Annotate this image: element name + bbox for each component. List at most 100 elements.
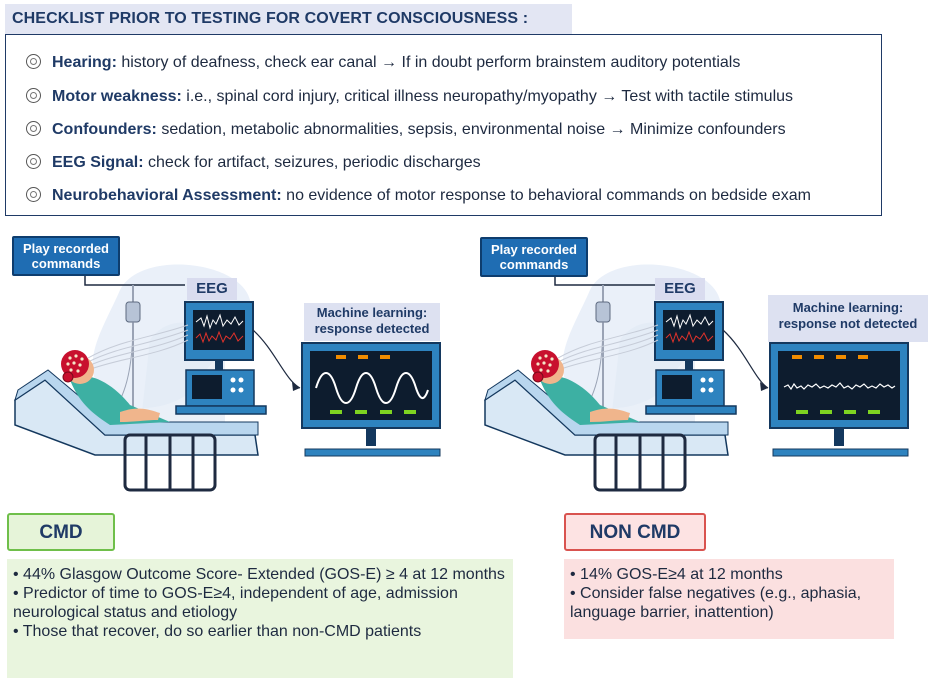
ml-label-line2: response not detected (778, 316, 918, 331)
eeg-cap-dot (550, 357, 554, 361)
electrode-wires (87, 334, 189, 367)
ml-indicator-orange (858, 355, 868, 359)
electrode-wires (557, 339, 659, 371)
checklist-text: no evidence of motor response to behavio… (281, 187, 811, 204)
eeg-label: EEG (655, 278, 705, 300)
iv-bag (595, 301, 611, 323)
ml-indicator-green (844, 410, 856, 414)
ml-indicator-green (404, 410, 416, 414)
ring-bullet-icon (26, 54, 41, 69)
ml-screen (778, 351, 900, 420)
eeg-knob (238, 387, 244, 393)
ml-flat-signal (783, 382, 896, 391)
eeg-stand (685, 360, 693, 370)
eeg-trace-white (665, 313, 714, 330)
play-commands-label: Play recorded commands (480, 237, 588, 277)
ml-screen (310, 351, 432, 420)
play-commands-line2: commands (31, 256, 101, 271)
ml-keyboard (772, 448, 909, 457)
eeg-screen (663, 310, 715, 350)
ring-bullet-icon (26, 154, 41, 169)
cmd-bullet: • Those that recover, do so earlier than… (13, 623, 422, 640)
eeg-cap-dot (536, 362, 540, 366)
checklist-term: Neurobehavioral Assessment: (52, 187, 282, 204)
eeg-cap-dot (69, 368, 73, 372)
command-wire (84, 275, 185, 286)
cmd-label: CMD (7, 513, 115, 551)
eeg-cap-dot (68, 356, 72, 360)
checklist-term: Confounders: (52, 121, 157, 138)
ml-label: Machine learning: response not detected (768, 295, 928, 342)
eeg-cap-dot (538, 356, 542, 360)
iv-bag (125, 301, 141, 323)
ml-response-wave (315, 372, 429, 404)
checklist-text: history of deafness, check ear canal → I… (116, 54, 741, 71)
eeg-knob (238, 377, 244, 383)
command-wire (554, 275, 655, 286)
cmd-outcomes: • 44% Glasgow Outcome Score- Extended (G… (7, 559, 513, 678)
ml-indicator-green (380, 410, 392, 414)
eeg-cap-dot (72, 361, 76, 365)
electrode-wires (557, 329, 659, 363)
checklist-term: Motor weakness: (52, 88, 182, 105)
checklist-text: i.e., spinal cord injury, critical illne… (181, 88, 794, 105)
play-commands-line2: commands (499, 257, 569, 272)
patient-arm (590, 408, 630, 422)
checklist-term: EEG Signal: (52, 154, 144, 171)
eeg-cap-dot (546, 369, 550, 373)
eeg-label: EEG (187, 278, 237, 300)
ml-indicator-orange (792, 355, 802, 359)
non-cmd-label: NON CMD (564, 513, 706, 551)
ml-indicator-orange (814, 355, 824, 359)
eeg-trace-red (665, 330, 714, 344)
eeg-cart (175, 405, 267, 415)
ml-stand (834, 428, 844, 446)
eeg-cap-dot (539, 368, 543, 372)
left-scene: Play recorded commands EEG Machine learn… (0, 230, 460, 500)
patient-arm (120, 408, 160, 422)
eeg-cap-dot (548, 363, 552, 367)
left-scene-illustration (14, 264, 441, 492)
checklist-item-eeg: EEG Signal: check for artifact, seizures… (26, 152, 481, 172)
electrode-wires (87, 329, 189, 363)
eeg-cap-dot (542, 361, 546, 365)
ml-indicator-green (796, 410, 808, 414)
eeg-knob (708, 377, 714, 383)
ml-label-line1: Machine learning: (316, 305, 428, 320)
ring-bullet-icon (26, 88, 41, 103)
signal-arrow (252, 329, 301, 389)
ml-keyboard (304, 448, 441, 457)
eeg-cap-dot (80, 357, 84, 361)
checklist-item-motor: Motor weakness: i.e., spinal cord injury… (26, 86, 793, 106)
ml-indicator-orange (380, 355, 390, 359)
arrowhead (760, 382, 768, 391)
checklist-term: Hearing: (52, 54, 117, 71)
checklist-item-hearing: Hearing: history of deafness, check ear … (26, 52, 740, 72)
eeg-cart (645, 405, 737, 415)
eeg-cap-dot (544, 354, 548, 358)
eeg-stand (215, 360, 223, 370)
right-scene: Play recorded commands EEG Machine learn… (470, 230, 930, 500)
electrode-wires (557, 324, 659, 359)
checklist-text: check for artifact, seizures, periodic d… (143, 154, 481, 171)
eeg-knob (230, 387, 236, 393)
play-commands-line1: Play recorded (491, 242, 577, 257)
eeg-trace-white (195, 313, 244, 330)
ml-label-line1: Machine learning: (792, 300, 904, 315)
signal-arrow (722, 329, 769, 389)
ml-indicator-orange (836, 355, 846, 359)
checklist-text: sedation, metabolic abnormalities, sepsi… (156, 121, 786, 138)
ml-stand (366, 428, 376, 446)
cmd-bullet: • 44% Glasgow Outcome Score- Extended (G… (13, 566, 505, 583)
non-cmd-outcomes: • 14% GOS-E≥4 at 12 months • Consider fa… (564, 559, 894, 639)
ml-indicator-orange (358, 355, 368, 359)
page-title: CHECKLIST PRIOR TO TESTING FOR COVERT CO… (12, 10, 529, 27)
ml-indicator-green (330, 410, 342, 414)
electrode-wires (87, 324, 189, 359)
checklist-box: Hearing: history of deafness, check ear … (5, 34, 882, 216)
eeg-unit-panel (192, 375, 222, 399)
headphone-icon (532, 371, 544, 383)
cmd-bullet: • Predictor of time to GOS-E≥4, independ… (13, 585, 458, 621)
ml-indicator-green (868, 410, 880, 414)
eeg-unit-panel (662, 375, 692, 399)
